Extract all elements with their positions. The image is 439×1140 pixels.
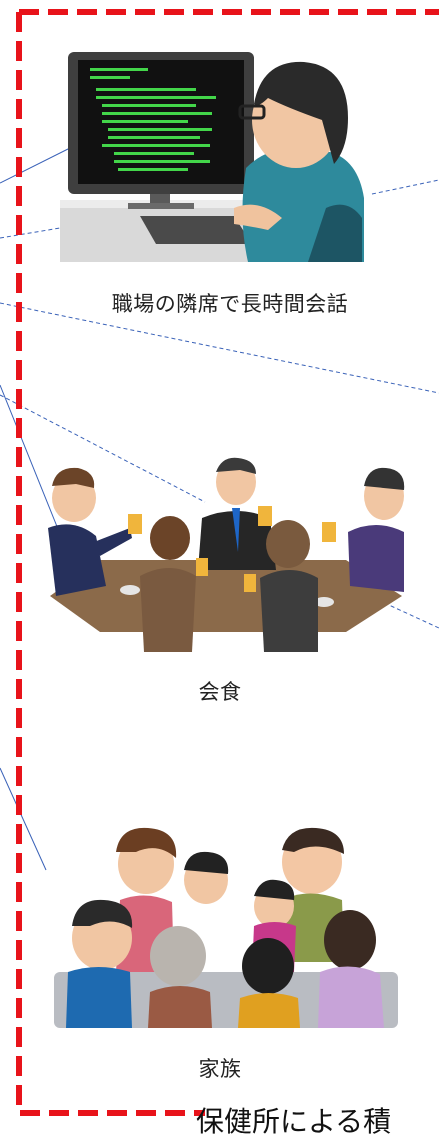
connector-line: [0, 384, 61, 535]
connector-line: [0, 227, 61, 239]
group-dinner-toast-icon: [48, 457, 405, 652]
caption-office: 職場の隣席で長時間会話: [111, 292, 349, 316]
caption-family: 家族: [198, 1057, 242, 1081]
connector-line: [0, 767, 47, 871]
family-gathering-icon: [54, 827, 398, 1028]
connector-line: [371, 179, 439, 195]
bottom-caption: 保健所による積: [196, 1105, 392, 1138]
office-worker-computer-icon: [60, 52, 364, 262]
connector-line: [0, 147, 71, 184]
connector-line: [0, 394, 206, 503]
caption-dinner: 会食: [198, 680, 242, 704]
connector-line: [0, 302, 439, 394]
